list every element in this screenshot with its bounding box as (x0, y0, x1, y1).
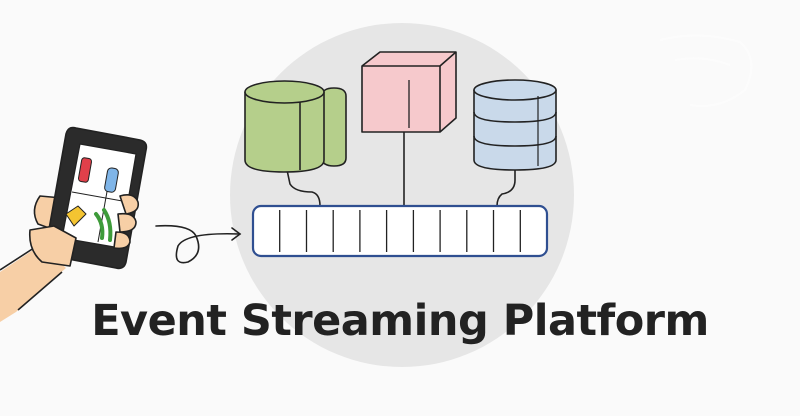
palm (28, 225, 77, 267)
finger-2 (117, 212, 137, 233)
cheese-icon (65, 205, 87, 227)
finger-1 (119, 194, 140, 215)
event-stream-segments (279, 210, 521, 252)
red-can-icon (77, 157, 93, 183)
event-stream-log (251, 204, 549, 258)
finger-3 (113, 231, 131, 250)
arrow-head (231, 227, 242, 241)
producer-arrow (155, 224, 242, 264)
blue-database-store-icon (473, 79, 557, 171)
arrow-curve (155, 224, 241, 264)
diagram-title: Event Streaming Platform (91, 296, 709, 346)
hand-holding-phone-illustration (0, 126, 148, 322)
green-cylinder-store-icon (244, 80, 347, 173)
pink-cube-store-icon (361, 51, 457, 133)
event-stream-frame (251, 204, 549, 258)
connector-blue (496, 168, 516, 207)
faint-sketch-decoration (659, 34, 753, 107)
store-connectors (286, 132, 516, 207)
connector-green (286, 169, 321, 207)
water-bottle-icon (104, 167, 119, 193)
vegetables-icon (94, 208, 113, 242)
